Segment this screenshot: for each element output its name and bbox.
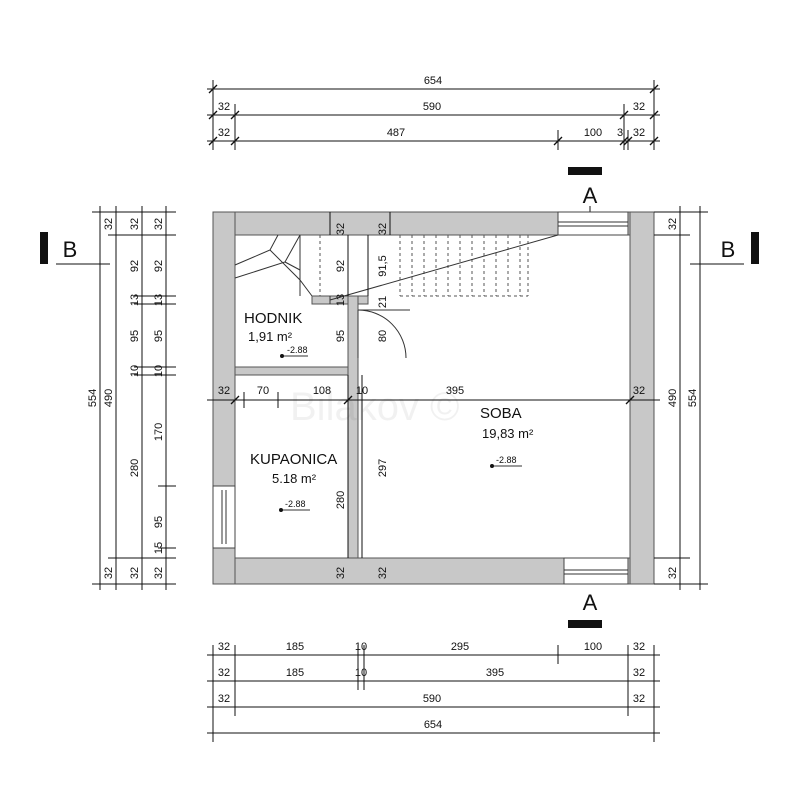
window-bathroom [212, 485, 236, 549]
bot1-295: 295 [451, 641, 469, 653]
left3-32a: 32 [129, 218, 141, 230]
dim-stair-91-5: 91,5 [377, 255, 389, 276]
dim-mid-70: 70 [257, 385, 269, 397]
left4-32a: 32 [153, 218, 165, 230]
top-dim-wall-right-2: 32 [633, 127, 645, 139]
top-dim-wall-left-2: 32 [218, 127, 230, 139]
left-dim-554: 554 [87, 389, 99, 407]
room-name-soba: SOBA [480, 405, 522, 422]
dim-mid-108: 108 [313, 385, 331, 397]
right-dimensions: 32 490 32 554 [654, 206, 708, 590]
right-dim-490: 490 [667, 389, 679, 407]
section-a-top: A [583, 183, 598, 208]
dim-door-80: 80 [377, 330, 389, 342]
room-area-kupaonica: 5.18 m² [272, 471, 317, 486]
dim-bot-32b: 32 [377, 567, 389, 579]
left3-13: 13 [129, 294, 141, 306]
left-dim-32b: 32 [103, 567, 115, 579]
bot1-10: 10 [355, 641, 367, 653]
window-bottom [563, 557, 629, 585]
dim-stair-92: 92 [335, 260, 347, 272]
room-soba: SOBA 19,83 m² -2.88 [480, 405, 534, 468]
section-b-right: B [721, 237, 736, 262]
section-markers: A A B B [40, 167, 759, 628]
left4-15: 15 [153, 542, 165, 554]
hall-door [357, 309, 410, 359]
left-dim-32a: 32 [103, 218, 115, 230]
dim-hall-21: 21 [377, 296, 389, 308]
left4-13: 13 [153, 294, 165, 306]
dim-hall-13: 13 [335, 294, 347, 306]
left3-95: 95 [129, 330, 141, 342]
staircase [234, 234, 559, 304]
left3-92: 92 [129, 260, 141, 272]
top-dim-window: 100 [584, 127, 602, 139]
left4-95b: 95 [153, 516, 165, 528]
bot1-32a: 32 [218, 641, 230, 653]
dim-stair-32a: 32 [335, 223, 347, 235]
dim-stair-32b: 32 [377, 223, 389, 235]
left-dimensions: 554 32 490 32 32 92 13 95 10 280 32 32 9… [87, 206, 176, 590]
dim-wall-297: 297 [377, 459, 389, 477]
left3-32b: 32 [129, 567, 141, 579]
bottom-dimensions: 32 185 10 295 100 32 32 185 10 395 32 32… [207, 641, 660, 742]
bot1-100: 100 [584, 641, 602, 653]
watermark: Bilakov © [290, 385, 460, 429]
room-name-hodnik: HODNIK [244, 310, 302, 327]
section-b-left: B [63, 237, 78, 262]
inner-dimensions: 32 32 92 91,5 13 21 95 80 32 70 108 10 3… [207, 212, 660, 579]
room-kupaonica: KUPAONICA 5.18 m² -2.88 [250, 451, 337, 512]
bot2-395: 395 [486, 667, 504, 679]
left4-170: 170 [153, 423, 165, 441]
top-dim-wall-right: 32 [633, 101, 645, 113]
walls [212, 211, 655, 585]
left-dim-490: 490 [103, 389, 115, 407]
dim-bath-280: 280 [335, 491, 347, 509]
bot2-185: 185 [286, 667, 304, 679]
top-dim-wall-left: 32 [218, 101, 230, 113]
dim-mid-395: 395 [446, 385, 464, 397]
right-dim-32b: 32 [667, 567, 679, 579]
room-area-soba: 19,83 m² [482, 426, 534, 441]
bot2-32b: 32 [633, 667, 645, 679]
room-area-hodnik: 1,91 m² [248, 329, 293, 344]
dim-bot-32a: 32 [335, 567, 347, 579]
top-dimensions: 654 32 590 32 32 487 100 3 32 [207, 75, 660, 150]
bot1-32b: 32 [633, 641, 645, 653]
room-level-hodnik: -2.88 [287, 345, 308, 355]
dim-mid-32-right: 32 [633, 385, 645, 397]
right-dim-32a: 32 [667, 218, 679, 230]
bot3-32a: 32 [218, 693, 230, 705]
bot2-10: 10 [355, 667, 367, 679]
left4-10: 10 [153, 365, 165, 377]
left4-92: 92 [153, 260, 165, 272]
bot2-32a: 32 [218, 667, 230, 679]
window-top [557, 211, 629, 236]
right-dim-554: 554 [687, 389, 699, 407]
top-dim-inner: 590 [423, 101, 441, 113]
left3-10: 10 [129, 365, 141, 377]
room-hodnik: HODNIK 1,91 m² -2.88 [244, 310, 308, 358]
room-level-soba: -2.88 [496, 455, 517, 465]
section-a-bottom: A [583, 590, 598, 615]
left4-95: 95 [153, 330, 165, 342]
bot1-185: 185 [286, 641, 304, 653]
room-level-kupaonica: -2.88 [285, 499, 306, 509]
bot3-590: 590 [423, 693, 441, 705]
left4-32b: 32 [153, 567, 165, 579]
dim-mid-32: 32 [218, 385, 230, 397]
top-dim-total: 654 [424, 75, 442, 87]
bot4-654: 654 [424, 719, 442, 731]
dim-hall-95: 95 [335, 330, 347, 342]
room-name-kupaonica: KUPAONICA [250, 451, 337, 468]
top-dim-487: 487 [387, 127, 405, 139]
bot3-32b: 32 [633, 693, 645, 705]
left3-280: 280 [129, 459, 141, 477]
top-dim-3: 3 [617, 127, 623, 139]
